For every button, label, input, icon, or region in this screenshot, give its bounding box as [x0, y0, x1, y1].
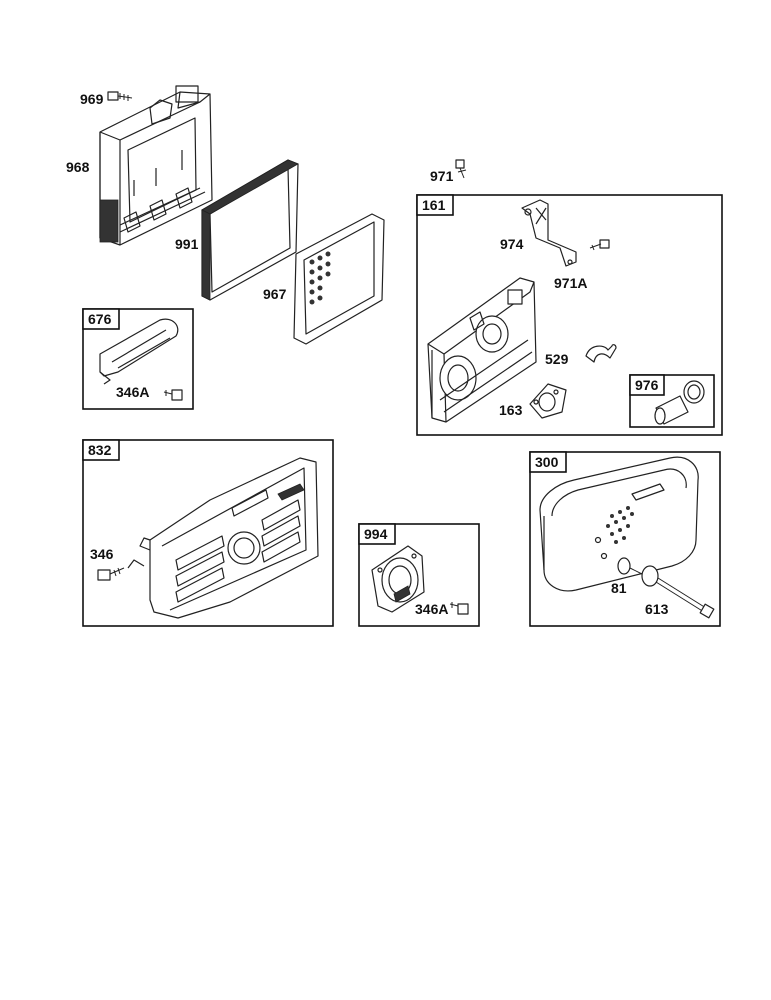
assembly-box-976	[629, 374, 715, 428]
callout-346: 346	[90, 546, 114, 562]
fitting-976-part	[654, 380, 705, 425]
muffler-300-part	[539, 456, 699, 592]
muffler-guard-832-part	[127, 457, 319, 619]
bracket-974-part	[521, 199, 577, 267]
screw-346A-box676-part	[163, 389, 183, 401]
callout-613: 613	[645, 601, 669, 617]
assembly-box-161	[416, 194, 723, 436]
callout-529: 529	[545, 351, 569, 367]
carburetor-adapter-part	[427, 277, 537, 423]
guard-676-part	[99, 318, 179, 385]
box-number-832: 832	[88, 442, 112, 458]
box-number-994: 994	[364, 526, 388, 542]
box-number-676: 676	[88, 311, 112, 327]
screw-971A-part	[589, 239, 610, 251]
callout-974: 974	[500, 236, 524, 252]
assembly-tag-300	[529, 451, 567, 473]
callout-968: 968	[66, 159, 90, 175]
screw-346A-box994-part	[449, 602, 469, 615]
assembly-tag-832	[82, 439, 120, 461]
assembly-box-832	[82, 439, 334, 627]
air-cleaner-base-part	[99, 85, 213, 246]
box-number-300: 300	[535, 454, 559, 470]
assembly-tag-161	[416, 194, 454, 216]
callout-967: 967	[263, 286, 287, 302]
assembly-tag-676	[82, 308, 120, 330]
pre-cleaner-967-part	[293, 213, 385, 345]
washer-81-part	[617, 557, 659, 587]
assembly-tag-976	[629, 374, 665, 396]
box-number-161: 161	[422, 197, 446, 213]
assembly-tag-994	[358, 523, 396, 545]
deflector-994-part	[371, 545, 425, 613]
air-filter-991-part	[201, 159, 299, 301]
assembly-box-300	[529, 451, 721, 627]
screw-971-part	[455, 159, 467, 179]
assembly-box-994	[358, 523, 480, 627]
callout-346A-box676: 346A	[116, 384, 149, 400]
assembly-box-676	[82, 308, 194, 410]
callout-346A-box994: 346A	[415, 601, 448, 617]
box-number-976: 976	[635, 377, 659, 393]
screw-969-part	[107, 91, 133, 101]
bolt-613-part	[655, 577, 715, 619]
hose-529-part	[585, 344, 617, 363]
gasket-163-part	[529, 383, 567, 419]
callout-971: 971	[430, 168, 454, 184]
callout-971A: 971A	[554, 275, 587, 291]
callout-163: 163	[499, 402, 523, 418]
screw-346-part	[97, 567, 125, 581]
callout-991: 991	[175, 236, 199, 252]
callout-969: 969	[80, 91, 104, 107]
callout-81: 81	[611, 580, 627, 596]
